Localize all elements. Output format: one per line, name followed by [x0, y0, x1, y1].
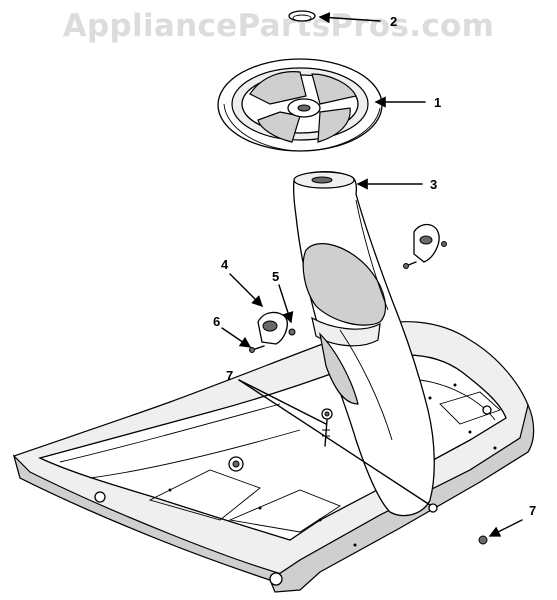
left-pivot-bracket [249, 311, 296, 353]
right-pivot-bracket [403, 223, 447, 269]
watermark-logo: AppliancePartsPros.com [62, 8, 495, 44]
callout-2: 2 [390, 14, 397, 29]
callout-7-front: 7 [529, 503, 536, 518]
callout-5: 5 [272, 269, 279, 284]
steering-wheel [217, 58, 383, 152]
callout-6: 6 [213, 314, 220, 329]
callout-4: 4 [221, 257, 229, 272]
callout-1: 1 [434, 95, 441, 110]
leader-lines [221, 12, 523, 537]
callout-7-center: 7 [226, 368, 233, 383]
body-hood-base [12, 321, 535, 593]
center-cap [288, 10, 316, 22]
front-fastener [428, 503, 488, 545]
steering-column-cover [292, 170, 435, 517]
center-fastener [321, 408, 333, 447]
callout-3: 3 [430, 177, 437, 192]
